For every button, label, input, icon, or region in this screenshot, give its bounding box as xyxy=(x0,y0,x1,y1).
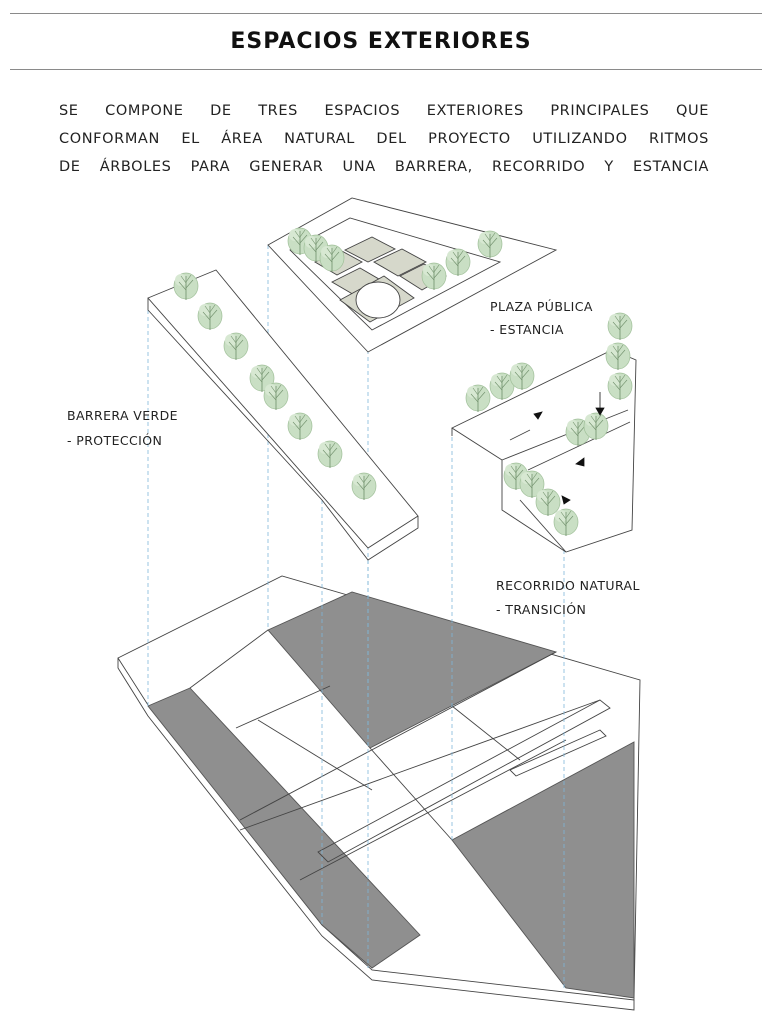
shaded-zone-path xyxy=(451,741,635,999)
label-plaza-publica: PLAZA PÚBLICA xyxy=(490,299,593,314)
tree-icon xyxy=(607,312,633,341)
plaza-paving-2 xyxy=(343,236,397,263)
intro-line-2: CONFORMAN EL ÁREA NATURAL DEL PROYECTO U… xyxy=(59,131,709,147)
plaza-paving-4 xyxy=(373,248,427,277)
site-base-plan xyxy=(117,575,641,1011)
recorrido-natural-slab xyxy=(451,349,637,553)
tree-icon xyxy=(465,384,491,413)
shaded-zone-barrier xyxy=(147,687,421,969)
label-barrera-verde: BARRERA VERDE xyxy=(67,408,178,423)
title-rule xyxy=(10,69,762,70)
label-recorrido-sub: - TRANSICIÓN xyxy=(496,602,587,617)
page-title: ESPACIOS EXTERIORES xyxy=(230,29,532,54)
projection-lines xyxy=(147,245,565,990)
intro-line-3: DE ÁRBOLES PARA GENERAR UNA BARRERA, REC… xyxy=(59,159,709,175)
label-recorrido-natural: RECORRIDO NATURAL xyxy=(496,578,640,593)
path-arrows xyxy=(533,392,605,505)
intro-line-1: SE COMPONE DE TRES ESPACIOS EXTERIORES P… xyxy=(59,103,709,119)
label-plaza-sub: - ESTANCIA xyxy=(490,322,564,337)
label-barrera-sub: - PROTECCIÓN xyxy=(67,433,163,448)
plaza-fountain xyxy=(355,281,401,319)
top-rule xyxy=(10,13,762,14)
